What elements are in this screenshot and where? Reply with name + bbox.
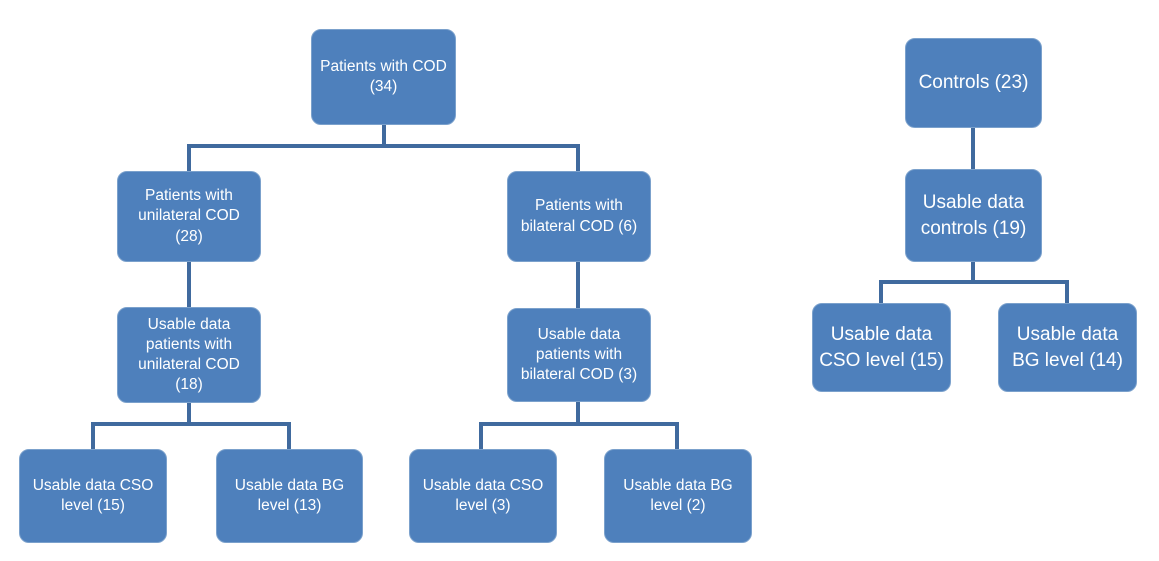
connector-uni-stub [187,403,191,426]
connector-to-uni-bg [287,422,291,449]
connector-uni-horizontal [91,422,291,426]
connector-bi-stub [576,402,580,426]
node-bilateral-usable-bg-level: Usable data BG level (2) [604,449,752,543]
node-usable-data-bilateral-cod: Usable data patients with bilateral COD … [507,308,651,402]
node-controls-usable-bg-level: Usable data BG level (14) [998,303,1137,392]
connector-to-bi-cso [479,422,483,449]
node-patients-unilateral-cod: Patients with unilateral COD (28) [117,171,261,262]
connector-level1-horizontal [187,144,580,148]
connector-to-controls-cso [879,280,883,303]
connector-controls-stub [971,262,975,284]
node-controls: Controls (23) [905,38,1042,128]
connector-bilateral-usable [576,262,580,308]
connector-to-bi-bg [675,422,679,449]
connector-to-unilateral [187,144,191,171]
node-usable-data-controls: Usable data controls (19) [905,169,1042,262]
connector-unilateral-usable [187,262,191,307]
node-controls-usable-cso-level: Usable data CSO level (15) [812,303,951,392]
connector-bi-horizontal [479,422,679,426]
connector-to-bilateral [576,144,580,171]
connector-controls-usable [971,128,975,169]
node-unilateral-usable-bg-level: Usable data BG level (13) [216,449,363,543]
node-usable-data-unilateral-cod: Usable data patients with unilateral COD… [117,307,261,403]
node-unilateral-usable-cso-level: Usable data CSO level (15) [19,449,167,543]
node-patients-with-cod: Patients with COD (34) [311,29,456,125]
connector-to-uni-cso [91,422,95,449]
node-bilateral-usable-cso-level: Usable data CSO level (3) [409,449,557,543]
connector-controls-horizontal [879,280,1069,284]
node-patients-bilateral-cod: Patients with bilateral COD (6) [507,171,651,262]
connector-to-controls-bg [1065,280,1069,303]
connector-root-stub [382,125,386,148]
